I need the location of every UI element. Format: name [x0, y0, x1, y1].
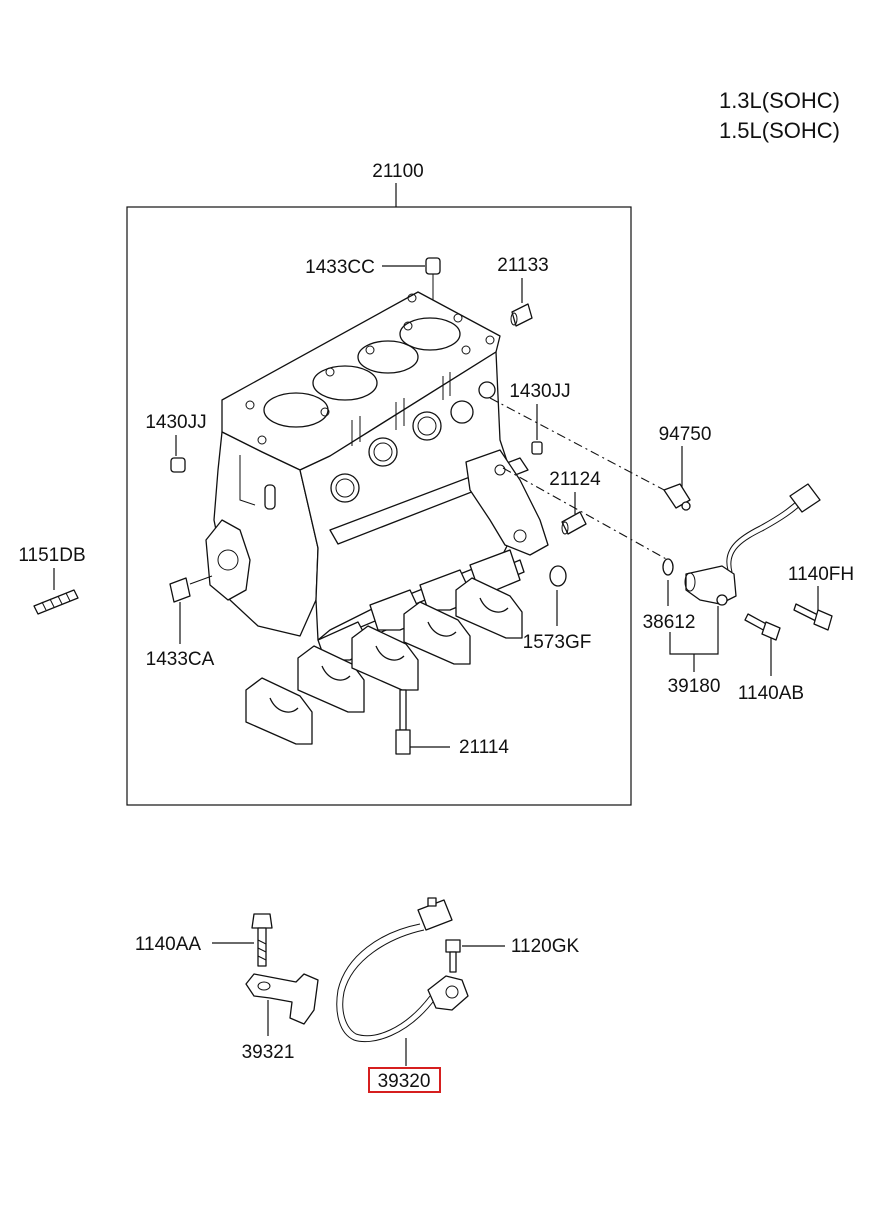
label-1433CC[interactable]: 1433CC [305, 257, 375, 278]
label-1151DB[interactable]: 1151DB [18, 545, 85, 566]
block-assembly-frame [126, 206, 632, 806]
label-38612[interactable]: 38612 [643, 612, 696, 633]
label-1140AA[interactable]: 1140AA [135, 934, 202, 955]
label-1573GF[interactable]: 1573GF [523, 632, 592, 653]
bracket-icon [245, 973, 319, 1025]
label-21114[interactable]: 21114 [459, 737, 509, 758]
pin-icon [170, 457, 186, 473]
bolt-icon [744, 613, 781, 641]
label-1430JJ-right[interactable]: 1430JJ [509, 381, 570, 402]
leader-39180 [669, 606, 719, 672]
label-1140AB[interactable]: 1140AB [738, 683, 804, 704]
label-21133[interactable]: 21133 [497, 255, 548, 276]
oil-pressure-switch-icon [663, 483, 691, 511]
stud-bolt-icon [33, 589, 79, 615]
sleeve-icon [561, 511, 587, 535]
label-94750[interactable]: 94750 [659, 424, 712, 445]
label-1433CA[interactable]: 1433CA [146, 649, 215, 670]
label-39180[interactable]: 39180 [668, 676, 721, 697]
dash-38612 [502, 467, 669, 561]
bolt-icon [445, 939, 461, 973]
dowel-pin-icon [425, 257, 441, 300]
engine-variant-2: 1.5L(SOHC) [719, 118, 840, 143]
engine-variant-1: 1.3L(SOHC) [719, 88, 840, 113]
bolt-icon [793, 603, 833, 631]
label-1430JJ-left[interactable]: 1430JJ [145, 412, 206, 433]
knock-sensor-icon [336, 897, 469, 1043]
o-ring-icon [662, 558, 674, 576]
bolt-icon [251, 913, 273, 967]
bearing-caps-icon [245, 577, 523, 745]
dowel-pin-icon [169, 575, 213, 603]
expansion-plug-icon [549, 565, 567, 587]
label-21100[interactable]: 21100 [372, 161, 423, 182]
label-39321[interactable]: 39321 [242, 1042, 295, 1063]
bearing-cap-bolt-icon [395, 689, 411, 755]
crankshaft-sensor-icon [684, 483, 821, 606]
label-21124[interactable]: 21124 [549, 469, 601, 490]
dash-94750 [489, 397, 669, 493]
highlight-box-39320 [368, 1067, 441, 1093]
label-1120GK[interactable]: 1120GK [511, 936, 580, 957]
plug-icon [510, 303, 533, 327]
label-39320[interactable]: 39320 [378, 1071, 431, 1092]
label-1140FH[interactable]: 1140FH [788, 564, 854, 585]
pin-icon [531, 441, 543, 455]
